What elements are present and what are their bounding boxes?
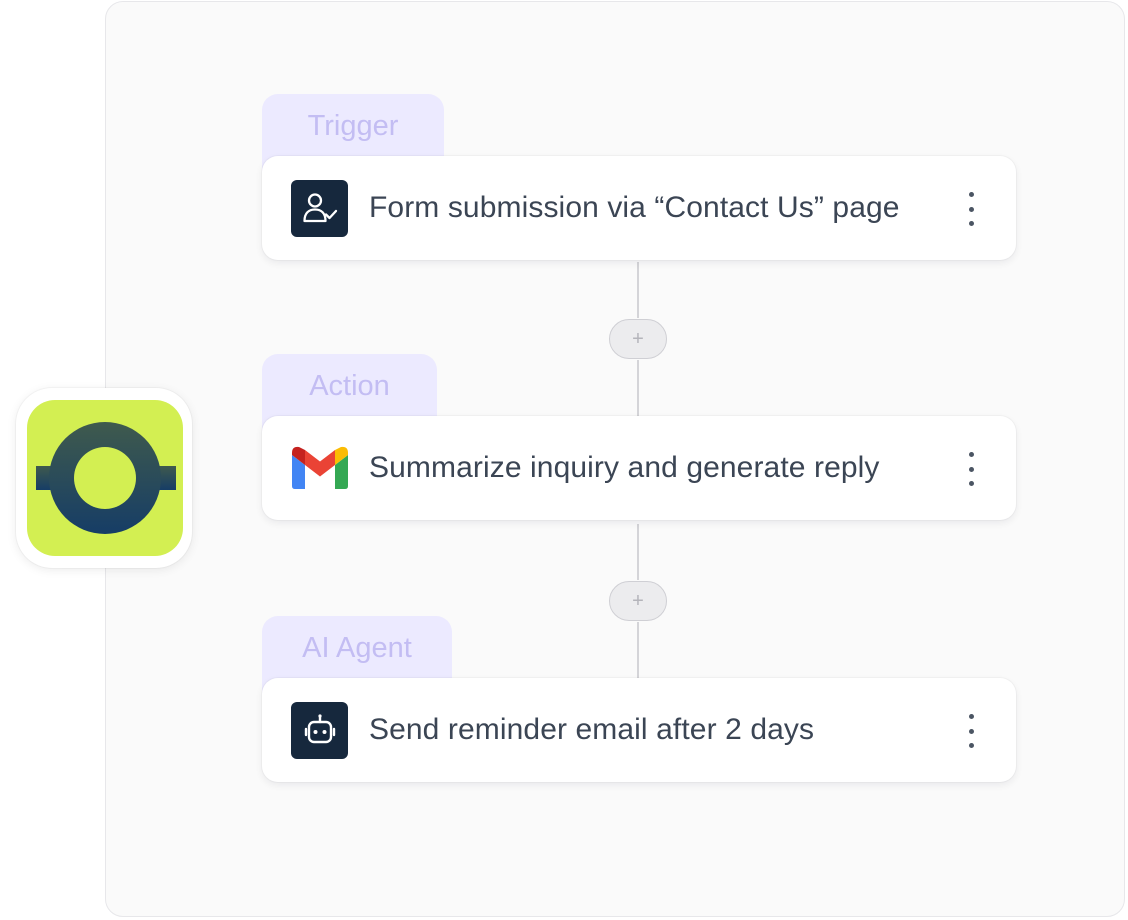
step-label: Send reminder email after 2 days bbox=[369, 713, 815, 746]
user-check-icon bbox=[291, 179, 348, 237]
more-options-icon[interactable] bbox=[964, 192, 978, 226]
app-logo-icon bbox=[27, 400, 183, 556]
connector-line bbox=[637, 360, 639, 416]
connector-line bbox=[637, 262, 639, 318]
step-label: Summarize inquiry and generate reply bbox=[369, 451, 880, 484]
app-badge bbox=[16, 388, 192, 568]
more-options-icon[interactable] bbox=[964, 452, 978, 486]
step-card-trigger[interactable]: Form submission via “Contact Us” page bbox=[262, 156, 1016, 260]
step-label: Form submission via “Contact Us” page bbox=[369, 191, 900, 224]
step-card-ai-agent[interactable]: Send reminder email after 2 days bbox=[262, 678, 1016, 782]
connector-line bbox=[637, 622, 639, 678]
add-step-button[interactable]: + bbox=[609, 319, 667, 359]
more-options-icon[interactable] bbox=[964, 714, 978, 748]
step-card-action[interactable]: Summarize inquiry and generate reply bbox=[262, 416, 1016, 520]
add-step-button[interactable]: + bbox=[609, 581, 667, 621]
connector-line bbox=[637, 524, 639, 580]
robot-icon bbox=[291, 701, 348, 759]
gmail-icon bbox=[291, 440, 348, 497]
